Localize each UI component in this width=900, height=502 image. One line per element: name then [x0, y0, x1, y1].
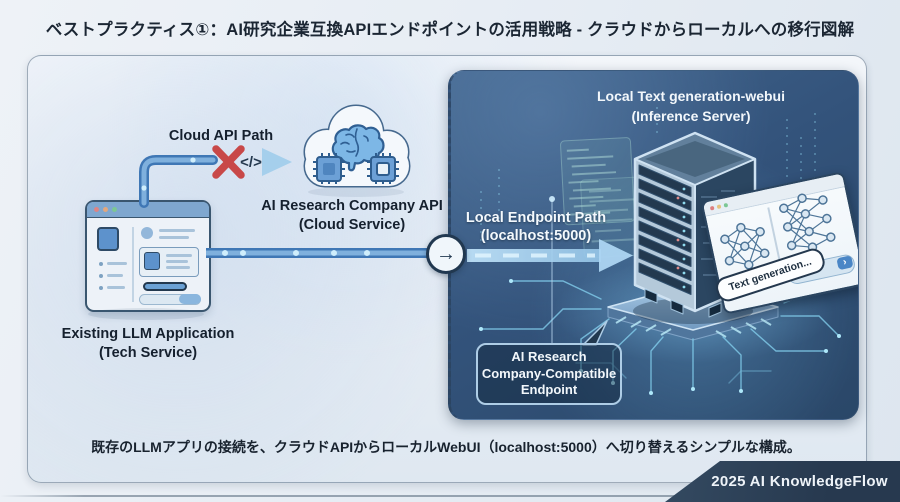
window-dot-green-icon [112, 207, 117, 212]
browser-progress-fill [179, 294, 201, 304]
label-app-node: Existing LLM Application (Tech Service) [48, 325, 248, 363]
cloud-node-name: AI Research Company API [261, 198, 443, 214]
code-panel-decoration [560, 137, 649, 259]
footer-accent-line [0, 495, 700, 497]
browser-text-line [159, 229, 195, 232]
window-dot-yellow-icon [716, 203, 722, 209]
browser-sidebar-tile [97, 227, 119, 251]
browser-list-line [107, 262, 127, 265]
endpoint-arrow [467, 239, 633, 272]
page-title: ベストプラクティス①：AI研究企業互換APIエンドポイントの活用戦略 - クラウ… [45, 21, 855, 39]
card-thumbnail [144, 252, 160, 270]
right-arrow-icon: → [436, 242, 456, 265]
caption: 既存のLLMアプリの接続を、クラウドAPIからローカルWebUI（localho… [91, 439, 801, 455]
window-dot-yellow-icon [103, 207, 108, 212]
connector-glow-dot [549, 196, 555, 202]
browser-avatar [141, 227, 153, 239]
label-cloud-api-path: Cloud API Path [168, 128, 274, 144]
webui-browser-card: › Text generation... [700, 171, 858, 315]
browser-header [87, 202, 209, 218]
circuit-nodes [479, 279, 853, 395]
callout-endpoint: AI Research Company-Compatible Endpoint [476, 343, 622, 405]
endpoint-address: (localhost:5000) [480, 228, 592, 245]
neural-network-icon [779, 193, 836, 252]
app-node-type: (Tech Service) [98, 344, 198, 361]
endpoint-path-label: Local Endpoint Path [465, 210, 607, 226]
browser-list-bullet [99, 262, 103, 266]
callout-line1: AI Research [511, 348, 587, 364]
window-dot-red-icon [94, 207, 99, 212]
data-rain-decoration [480, 107, 842, 283]
server-ridges [634, 158, 756, 311]
window-dot-green-icon [723, 202, 729, 208]
window-dot-red-icon [709, 205, 715, 211]
local-panel-subtitle: (Inference Server) [631, 107, 751, 124]
label-local-panel-title: Local Text generation-webui (Inference S… [521, 87, 858, 126]
label-endpoint-path: Local Endpoint Path (localhost:5000) [451, 209, 621, 245]
callout-line2: Company-Compatible [481, 365, 617, 381]
platform-edge-ticks [615, 316, 772, 338]
browser-list-line [107, 286, 125, 289]
browser-text-line [159, 236, 189, 239]
card-text-line [166, 260, 188, 263]
cloud-node-type: (Cloud Service) [298, 216, 406, 233]
browser-content-card [139, 247, 199, 277]
browser-list-bullet [99, 274, 103, 278]
callout-line3: Endpoint [520, 382, 578, 398]
browser-progress-bar [139, 294, 201, 305]
label-cloud-node: AI Research Company API (Cloud Service) [252, 197, 452, 235]
transfer-arrow-circle: → [426, 234, 466, 274]
app-node-name: Existing LLM Application [61, 326, 235, 342]
send-button: › [836, 255, 854, 271]
browser-list-bullet [99, 286, 103, 290]
browser-window [85, 200, 211, 312]
browser-divider [132, 227, 134, 302]
local-server-panel: Local Text generation-webui (Inference S… [448, 70, 859, 420]
browser-primary-pill [143, 282, 187, 291]
server-top-inset [645, 141, 745, 177]
local-panel-title: Local Text generation-webui [597, 88, 785, 104]
card-text-line [166, 266, 190, 269]
card-text-line [166, 254, 192, 257]
server-slats [638, 164, 692, 295]
browser-list-line [107, 274, 123, 277]
callout-tail [582, 320, 608, 346]
server-slat-leds [676, 187, 686, 289]
